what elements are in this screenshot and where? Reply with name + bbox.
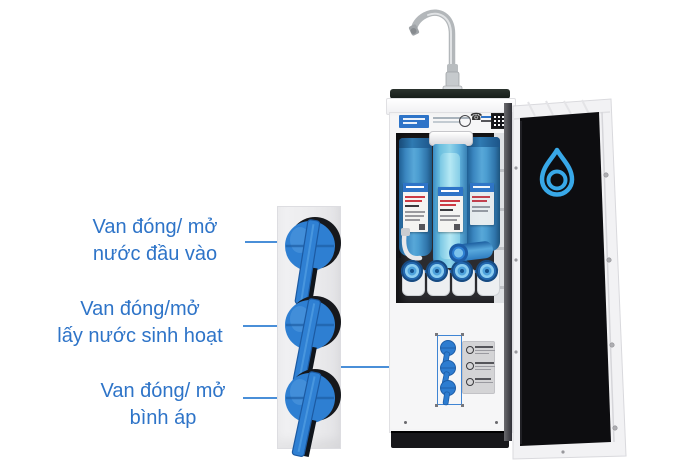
filter-label-logo-line bbox=[441, 190, 459, 192]
screw bbox=[404, 421, 407, 424]
leader-line-pressure-tank bbox=[243, 397, 292, 399]
door-hinge-nub bbox=[606, 257, 612, 263]
brand-logo-text-line bbox=[403, 122, 417, 124]
door-screw bbox=[514, 166, 518, 170]
filter-label-header bbox=[470, 183, 494, 192]
filter-label bbox=[470, 183, 494, 225]
screw bbox=[495, 421, 498, 424]
brand-strip-text-line bbox=[433, 121, 461, 123]
sticker-row bbox=[465, 376, 494, 392]
cartridge-4 bbox=[476, 260, 500, 296]
cartridge-2 bbox=[426, 260, 450, 296]
filter-label bbox=[438, 187, 463, 232]
recycle-arrows-icon bbox=[466, 346, 474, 354]
annotation-line: bình áp bbox=[129, 407, 197, 429]
annotation-line: Van đóng/mở bbox=[80, 298, 200, 320]
filter-housing-cap bbox=[399, 138, 432, 148]
annotation-label-inlet: Van đóng/ mở nước đầu vào bbox=[50, 214, 260, 268]
door-hinge-nub bbox=[603, 172, 609, 178]
door-screw bbox=[514, 258, 518, 262]
white-hose bbox=[401, 228, 423, 261]
door-glass-panel bbox=[520, 112, 611, 446]
cabinet-glass-top bbox=[390, 89, 510, 99]
cartridge-1 bbox=[401, 260, 425, 296]
door-hinge-nub bbox=[609, 342, 615, 348]
leader-line-inlet bbox=[245, 241, 293, 243]
hotline-text-line bbox=[481, 120, 494, 122]
sticker-row bbox=[465, 344, 495, 360]
cartridge-3 bbox=[451, 260, 475, 296]
filter-label-header bbox=[403, 183, 428, 192]
service-valve-3 bbox=[440, 380, 456, 406]
door-hinge-nub bbox=[612, 425, 618, 431]
brand-logo-chip bbox=[399, 115, 429, 128]
door-screw bbox=[561, 450, 565, 454]
recycle-arrows-icon bbox=[466, 378, 474, 386]
filter-label-logo-line bbox=[406, 186, 424, 188]
filter-label-header bbox=[438, 187, 463, 196]
annotation-line: lấy nước sinh hoạt bbox=[57, 325, 223, 347]
certification-seal-icon bbox=[459, 115, 471, 127]
brand-strip-text-line bbox=[433, 117, 469, 119]
recycle-arrows-icon bbox=[466, 362, 474, 370]
annotation-label-pressure-tank: Van đóng/ mở bình áp bbox=[58, 378, 268, 432]
leader-line-domestic-water bbox=[243, 325, 292, 327]
sticker-row bbox=[465, 360, 495, 376]
hotline-text-line bbox=[481, 116, 494, 118]
annotation-line: nước đầu vào bbox=[92, 243, 218, 265]
phone-icon: ☎ bbox=[470, 112, 483, 123]
membrane-housing bbox=[396, 140, 401, 258]
filter-label bbox=[403, 183, 428, 232]
annotation-label-domestic-water: Van đóng/mở lấy nước sinh hoạt bbox=[32, 296, 248, 350]
pressure-tank-valve-knob-icon bbox=[285, 369, 341, 458]
filter-housing-cap bbox=[467, 137, 500, 147]
inlet-valve-knob-icon bbox=[285, 217, 341, 306]
water-drop-logo bbox=[539, 147, 575, 197]
cabinet-base bbox=[391, 431, 509, 448]
annotation-line: Van đóng/ mở bbox=[92, 216, 218, 238]
gooseneck-faucet-icon bbox=[408, 9, 463, 98]
annotation-line: Van đóng/ mở bbox=[100, 380, 226, 402]
filter-label-logo-line bbox=[473, 186, 490, 188]
service-valve-highlight-box bbox=[435, 333, 464, 407]
door-hinge-gap bbox=[504, 103, 512, 441]
open-door bbox=[512, 98, 627, 460]
brand-logo-text-line bbox=[403, 118, 425, 120]
door-screw bbox=[514, 350, 518, 354]
instruction-sticker bbox=[462, 341, 495, 394]
